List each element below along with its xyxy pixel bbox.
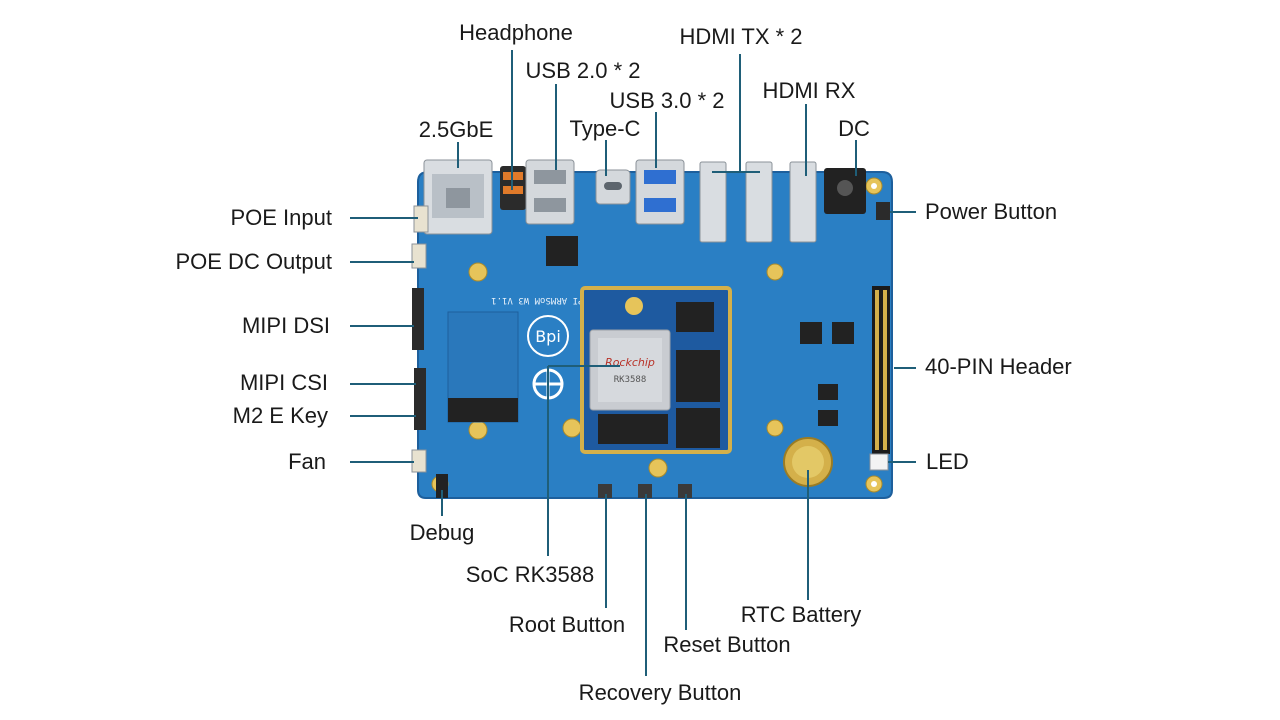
label-poe-dc-output: POE DC Output — [175, 249, 332, 274]
label-dc: DC — [838, 116, 870, 141]
hdmi-rx-port — [789, 161, 817, 243]
label-usb3: USB 3.0 * 2 — [609, 88, 725, 113]
label-root-button: Root Button — [508, 612, 626, 637]
bpi-logo: Bpi — [527, 315, 569, 357]
led-indicator — [869, 453, 889, 471]
label-2-5gbe: 2.5GbE — [418, 117, 494, 142]
label-led: LED — [926, 449, 969, 474]
label-reset-button: Reset Button — [663, 632, 791, 657]
board-silkscreen: BPI ARMSoM W3 V1.1 — [491, 295, 589, 305]
label-m2-e-key: M2 E Key — [232, 403, 328, 428]
power-button — [876, 202, 890, 220]
rtc-battery — [783, 437, 833, 487]
mipi-csi-connector — [414, 368, 426, 430]
soc-marking-text: RK3588 — [614, 375, 647, 385]
usb2-port — [525, 159, 575, 225]
label-type-c: Type-C — [569, 116, 641, 141]
label-soc: SoC RK3588 — [465, 562, 595, 587]
reset-button — [678, 484, 692, 498]
fan-connector — [411, 449, 427, 473]
label-debug: Debug — [409, 520, 475, 545]
recovery-button — [638, 484, 652, 498]
pin-header — [872, 286, 890, 454]
label-power-button: Power Button — [925, 199, 1058, 224]
label-usb2: USB 2.0 * 2 — [525, 58, 641, 83]
soc-brand-text: Rockchip — [605, 356, 655, 369]
ethernet-port — [423, 159, 493, 235]
som-module: Rockchip RK3588 — [580, 286, 732, 454]
svg-text:Bpi: Bpi — [535, 327, 561, 346]
usb3-port — [635, 159, 685, 225]
label-hdmi-tx: HDMI TX * 2 — [679, 24, 803, 49]
type-c-port — [595, 169, 631, 205]
label-fan: Fan — [288, 449, 326, 474]
label-hdmi-rx: HDMI RX — [762, 78, 856, 103]
label-mipi-csi: MIPI CSI — [239, 370, 328, 395]
label-headphone: Headphone — [459, 20, 573, 45]
m2-slot — [447, 311, 519, 423]
label-mipi-dsi: MIPI DSI — [241, 313, 330, 338]
dc-jack — [824, 168, 866, 214]
label-rtc-battery: RTC Battery — [740, 602, 862, 627]
mipi-dsi-connector — [412, 288, 424, 350]
hdmi-tx-ports — [699, 161, 773, 243]
label-poe-input: POE Input — [230, 205, 332, 230]
debug-header — [436, 474, 448, 498]
root-button — [598, 484, 612, 498]
poe-dc-output-connector — [411, 243, 427, 269]
label-40-pin-header: 40-PIN Header — [925, 354, 1072, 379]
leader-lines — [350, 50, 916, 676]
label-recovery-button: Recovery Button — [578, 680, 742, 705]
